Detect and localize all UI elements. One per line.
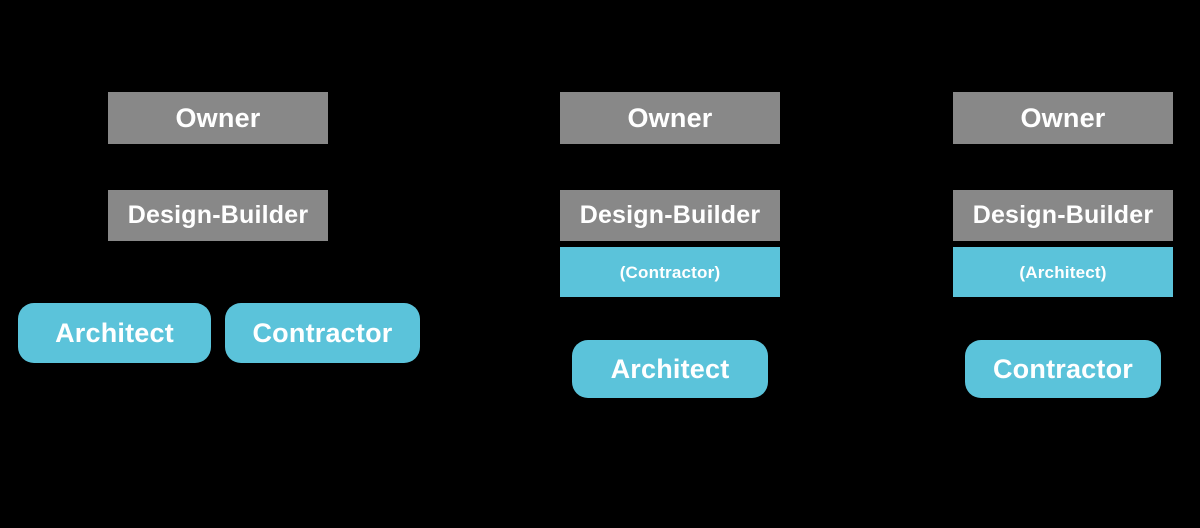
node-architect-col1[interactable]: Architect (18, 303, 211, 363)
node-label: Design-Builder (579, 201, 761, 229)
node-label: Contractor (252, 317, 393, 348)
node-label: Design-Builder (972, 201, 1154, 229)
node-label: Architect (55, 317, 174, 348)
node-design-builder-col1[interactable]: Design-Builder (108, 190, 328, 241)
node-design-builder-col2[interactable]: Design-Builder (560, 190, 780, 241)
node-design-builder-role-col2[interactable]: (Contractor) (560, 247, 780, 297)
node-label: Owner (175, 102, 261, 133)
node-design-builder-col3[interactable]: Design-Builder (953, 190, 1173, 241)
node-contractor-col1[interactable]: Contractor (225, 303, 420, 363)
node-label: Architect (610, 353, 730, 384)
node-owner-col2[interactable]: Owner (560, 92, 780, 144)
node-label: (Contractor) (619, 262, 721, 282)
node-owner-col3[interactable]: Owner (953, 92, 1173, 144)
node-owner-col1[interactable]: Owner (108, 92, 328, 144)
node-label: Design-Builder (127, 201, 309, 229)
node-label: Owner (1020, 102, 1106, 133)
node-contractor-col3[interactable]: Contractor (965, 340, 1161, 398)
node-label: Contractor (992, 353, 1133, 384)
node-label: Owner (627, 102, 713, 133)
node-design-builder-role-col3[interactable]: (Architect) (953, 247, 1173, 297)
node-architect-col2[interactable]: Architect (572, 340, 768, 398)
node-label: (Architect) (1019, 262, 1107, 282)
